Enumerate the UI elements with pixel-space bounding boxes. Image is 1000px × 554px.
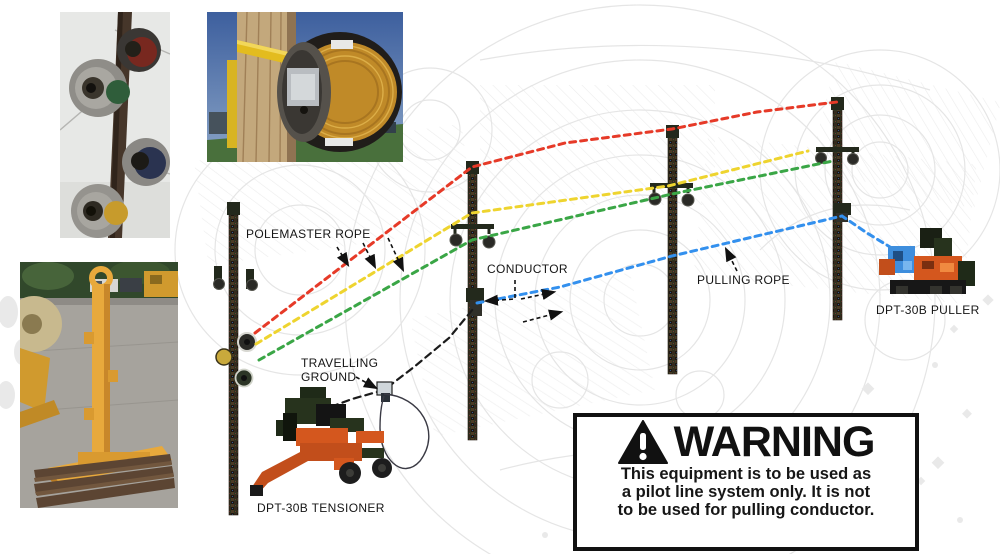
polemaster-reel-bank-photo: [60, 12, 170, 238]
utility-pole-3: [667, 127, 678, 375]
pulling-rope-blue: [475, 214, 897, 305]
warning-box: WARNING This equipment is to be used as …: [573, 413, 919, 551]
travelling-ground-label-line1: TRAVELLING: [301, 356, 379, 370]
reel-stand-photo: [20, 262, 178, 508]
polemaster-spool-closeup-photo: [207, 12, 403, 162]
tensioner-machine: [250, 387, 392, 496]
polemaster-rope-red: [253, 100, 839, 335]
puller-machine: [879, 228, 975, 294]
travelling-ground-label: TRAVELLING GROUND: [301, 356, 378, 384]
warning-text-line2: a pilot line system only. It is not: [621, 483, 871, 501]
travelling-ground-device: [376, 381, 430, 470]
callout-arrows: [336, 237, 738, 390]
warning-text-line3: to be used for pulling conductor.: [617, 501, 875, 519]
polemaster-rope-label: POLEMASTER ROPE: [246, 227, 371, 241]
warning-text-line1: This equipment is to be used as: [620, 465, 872, 483]
warning-title: WARNING: [673, 418, 876, 466]
polemaster-rope-yellow: [254, 149, 810, 346]
tensioner-label: DPT-30B TENSIONER: [257, 501, 385, 515]
pulling-rope-label: PULLING ROPE: [697, 273, 790, 287]
polemaster-rope-green: [257, 159, 835, 362]
puller-label: DPT-30B PULLER: [876, 303, 980, 317]
warning-triangle-icon: [617, 419, 668, 464]
travelling-ground-label-line2: GROUND: [301, 370, 357, 384]
conductor-label: CONDUCTOR: [487, 262, 568, 276]
warning-header: WARNING: [617, 418, 876, 466]
conductor-line: [318, 307, 475, 413]
pole1-rope-spools: [213, 266, 258, 388]
